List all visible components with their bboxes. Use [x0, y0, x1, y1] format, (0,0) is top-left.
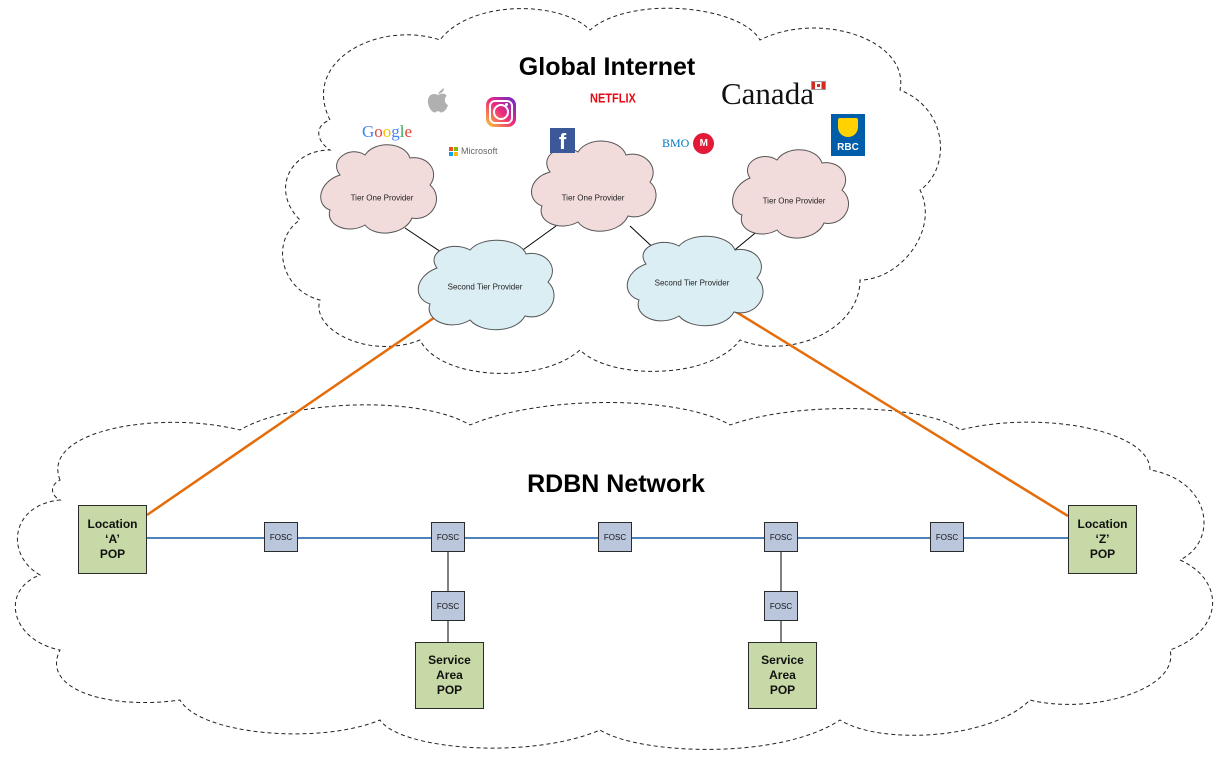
- microsoft-text: Microsoft: [461, 146, 498, 156]
- rdbn-network-cloud: [14, 402, 1214, 750]
- instagram-icon: [486, 97, 516, 127]
- google-letter: l: [399, 122, 405, 141]
- apple-icon: [427, 88, 448, 113]
- tier-one-provider-label: Tier One Provider: [762, 196, 826, 206]
- bmo-logo: BMO M: [662, 133, 715, 154]
- service-area-pop-1: Service Area POP: [415, 642, 484, 709]
- fosc-node: FOSC: [431, 591, 465, 621]
- google-letter: e: [404, 122, 413, 141]
- link-t1b-st1: [519, 225, 557, 253]
- second-tier-provider-label: Second Tier Provider: [654, 278, 730, 288]
- rdbn-network-title: RDBN Network: [527, 470, 705, 498]
- bmo-text: BMO: [662, 136, 690, 150]
- tier-one-provider-label: Tier One Provider: [350, 193, 414, 203]
- fosc-node: FOSC: [764, 591, 798, 621]
- google-logo: Google: [362, 122, 412, 142]
- service-area-pop-2: Service Area POP: [748, 642, 817, 709]
- rbc-text: RBC: [837, 142, 859, 153]
- uplink-a: [146, 311, 442, 517]
- tier-one-cloud-1: [320, 144, 437, 234]
- microsoft-logo: Microsoft: [449, 146, 498, 156]
- rbc-logo: RBC: [831, 114, 865, 156]
- fosc-node: FOSC: [930, 522, 964, 552]
- microsoft-icon: [449, 146, 458, 156]
- tier-one-provider-label: Tier One Provider: [561, 193, 625, 203]
- uplink-z: [732, 308, 1069, 518]
- bmo-icon: M: [693, 133, 715, 154]
- global-internet-cloud: [282, 7, 941, 374]
- global-internet-title: Global Internet: [518, 53, 696, 81]
- netflix-logo: NETFLIX: [590, 91, 636, 107]
- second-tier-cloud-2: [626, 235, 764, 327]
- location-a-pop: Location ‘A’ POP: [78, 505, 147, 574]
- google-letter: G: [362, 122, 375, 141]
- canada-flag-icon: [811, 81, 826, 90]
- fosc-node: FOSC: [598, 522, 632, 552]
- fosc-node: FOSC: [431, 522, 465, 552]
- google-letter: o: [374, 122, 383, 141]
- rbc-shield-icon: [838, 118, 858, 137]
- second-tier-cloud-1: [417, 239, 555, 331]
- tier-one-cloud-2: [531, 140, 657, 232]
- location-z-pop: Location ‘Z’ POP: [1068, 505, 1137, 574]
- fosc-node: FOSC: [764, 522, 798, 552]
- google-letter: o: [382, 122, 392, 141]
- tier-one-cloud-3: [732, 149, 849, 239]
- fosc-node: FOSC: [264, 522, 298, 552]
- second-tier-provider-label: Second Tier Provider: [447, 282, 523, 292]
- facebook-icon: f: [550, 128, 575, 153]
- canada-wordmark: Canada: [721, 76, 814, 111]
- google-letter: g: [391, 122, 400, 141]
